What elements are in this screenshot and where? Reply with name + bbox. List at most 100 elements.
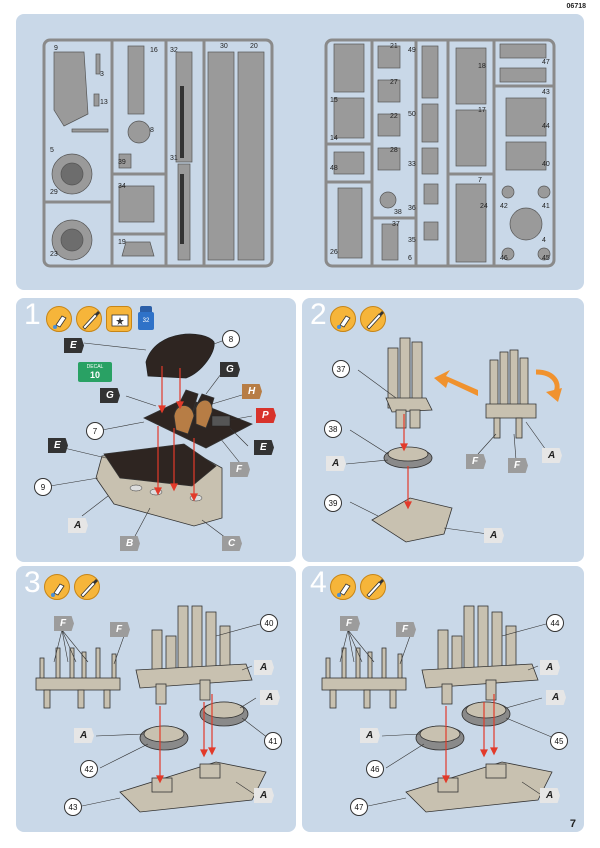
color-flag-A: A xyxy=(254,788,274,803)
callout-part-44: 44 xyxy=(546,614,564,632)
sprue-b-part-43: 43 xyxy=(542,89,550,96)
decal-label: DECAL xyxy=(86,364,104,370)
sprue-b-part-6: 6 xyxy=(408,255,412,262)
callout-part-46: 46 xyxy=(366,760,384,778)
decal-10: DECAL 10 xyxy=(78,362,112,382)
brush-icon xyxy=(76,306,102,332)
sprue-b-part-42: 42 xyxy=(500,203,508,210)
step-2-number: 2 xyxy=(310,298,327,331)
color-flag-A: A xyxy=(68,518,88,533)
sprue-b-part-36: 36 xyxy=(408,205,416,212)
sprue-b-part-22: 22 xyxy=(390,113,398,120)
color-flag-G: G xyxy=(100,388,120,403)
callout-part-47: 47 xyxy=(350,798,368,816)
color-flag-A: A xyxy=(540,660,560,675)
callout-part-45: 45 xyxy=(550,732,568,750)
color-flag-A: A xyxy=(254,660,274,675)
callout-part-9: 9 xyxy=(34,478,52,496)
callout-part-40: 40 xyxy=(260,614,278,632)
product-code: 06718 xyxy=(566,3,586,10)
color-flag-F: F xyxy=(396,622,416,637)
glue-icon xyxy=(330,574,356,600)
step-4-drawing xyxy=(321,605,555,813)
sprue-b-part-18: 18 xyxy=(478,63,486,70)
color-flag-A: A xyxy=(484,528,504,543)
glue-icon xyxy=(44,574,70,600)
color-flag-A: A xyxy=(326,456,346,471)
paint-pot-label: 32 xyxy=(138,312,154,330)
step-4-panel: 4 xyxy=(302,566,584,832)
callout-part-41: 41 xyxy=(264,732,282,750)
page-number: 7 xyxy=(569,818,576,830)
brush-icon xyxy=(360,574,386,600)
sprue-b-part-33: 33 xyxy=(408,161,416,168)
sprue-b-part-41: 41 xyxy=(542,203,550,210)
sprue-b-part-4: 4 xyxy=(542,237,546,244)
sprue-a-part-5: 5 xyxy=(50,147,54,154)
sprue-b-part-14: 14 xyxy=(330,135,338,142)
sprue-b-part-38: 38 xyxy=(394,209,402,216)
color-flag-P: P xyxy=(256,408,276,423)
callout-part-39: 39 xyxy=(324,494,342,512)
sprue-a-part-19: 19 xyxy=(118,239,126,246)
sprue-b-part-7: 7 xyxy=(478,177,482,184)
decal-icon xyxy=(106,306,132,332)
step-2-drawing xyxy=(345,337,562,543)
color-flag-F: F xyxy=(110,622,130,637)
step-3-number: 3 xyxy=(24,566,41,599)
sprue-b-part-46: 46 xyxy=(500,255,508,262)
sprue-b-part-47: 47 xyxy=(542,59,550,66)
glue-icon xyxy=(46,306,72,332)
sprue-b-part-48: 48 xyxy=(330,165,338,172)
sprue-b-part-40: 40 xyxy=(542,161,550,168)
callout-part-7: 7 xyxy=(86,422,104,440)
sprue-a-part-30: 30 xyxy=(220,43,228,50)
sprue-a-part-8: 8 xyxy=(150,127,154,134)
color-flag-B: B xyxy=(120,536,140,551)
sprue-a-part-9: 9 xyxy=(54,45,58,52)
glue-icon xyxy=(330,306,356,332)
color-flag-A: A xyxy=(360,728,380,743)
sprue-a-part-3: 3 xyxy=(100,71,104,78)
sprue-b-part-50: 50 xyxy=(408,111,416,118)
sprue-b-part-49: 49 xyxy=(408,47,416,54)
sprue-b-part-21: 21 xyxy=(390,43,398,50)
sprue-b-part-26: 26 xyxy=(330,249,338,256)
brush-icon xyxy=(74,574,100,600)
color-flag-E: E xyxy=(254,440,274,455)
sprue-b-part-15: 15 xyxy=(330,97,338,104)
color-flag-E: E xyxy=(64,338,84,353)
sprue-b-part-27: 27 xyxy=(390,79,398,86)
step-3-panel: 3 xyxy=(16,566,296,832)
sprue-b-part-17: 17 xyxy=(478,107,486,114)
step-1-number: 1 xyxy=(24,298,41,331)
step-2-panel: 2 xyxy=(302,298,584,562)
color-flag-A: A xyxy=(542,448,562,463)
callout-part-38: 38 xyxy=(324,420,342,438)
color-flag-F: F xyxy=(54,616,74,631)
sprue-b-part-24: 24 xyxy=(480,203,488,210)
sprue-a-part-31: 31 xyxy=(170,155,178,162)
step-1-panel: 1 32 xyxy=(16,298,296,562)
decal-number: 10 xyxy=(89,370,100,380)
sprue-a-part-39: 39 xyxy=(118,159,126,166)
sprue-a-part-32: 32 xyxy=(170,47,178,54)
callout-part-43: 43 xyxy=(64,798,82,816)
sprue-a-part-34: 34 xyxy=(118,183,126,190)
sprue-b-part-44: 44 xyxy=(542,123,550,130)
sprue-a-part-23: 23 xyxy=(50,251,58,258)
sprue-b-part-35: 35 xyxy=(408,237,416,244)
sprue-a-part-20: 20 xyxy=(250,43,258,50)
color-flag-A: A xyxy=(546,690,566,705)
sprue-a-part-29: 29 xyxy=(50,189,58,196)
color-flag-F: F xyxy=(340,616,360,631)
color-flag-A: A xyxy=(540,788,560,803)
sprue-b-part-45: 45 xyxy=(542,255,550,262)
step-1-drawing xyxy=(49,333,253,539)
color-flag-H: H xyxy=(242,384,262,399)
color-flag-A: A xyxy=(260,690,280,705)
color-flag-F: F xyxy=(230,462,250,477)
sprue-a-part-16: 16 xyxy=(150,47,158,54)
